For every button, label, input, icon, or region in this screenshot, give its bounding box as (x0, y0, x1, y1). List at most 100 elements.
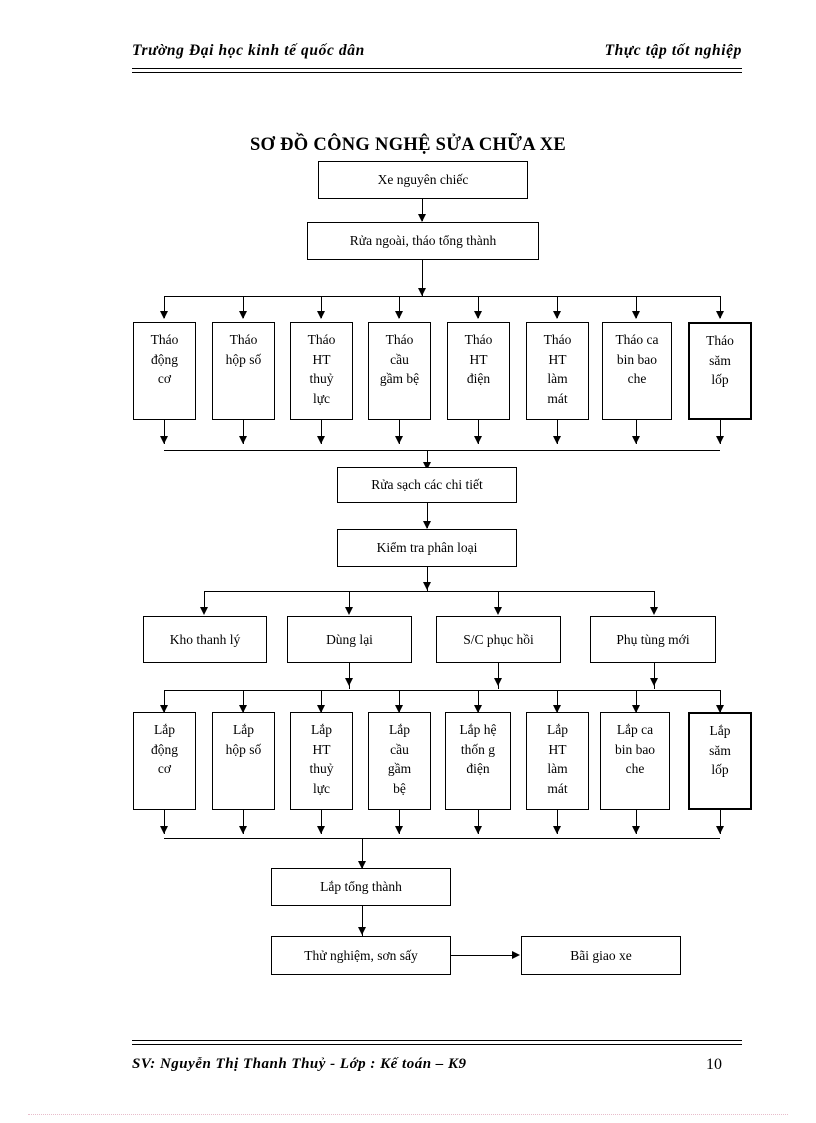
arrowhead-e7 (632, 826, 640, 834)
drop-k2 (349, 591, 350, 613)
drop-d4 (399, 296, 400, 318)
drop-d8 (720, 296, 721, 318)
arrowhead-c7 (632, 436, 640, 444)
arrowhead-c3 (317, 436, 325, 444)
rise-d8 (720, 420, 721, 444)
node-assembly-5: Lắp hệ thốn g điện (445, 712, 511, 810)
drop-a4 (399, 690, 400, 712)
bus-classification-distribute (204, 591, 654, 592)
arrowhead-d6 (553, 311, 561, 319)
drop-k1 (204, 591, 205, 613)
rise-a6 (557, 810, 558, 834)
arrowhead-k2 (345, 607, 353, 615)
rise-d5 (478, 420, 479, 444)
page-header: Trường Đại học kinh tế quốc dân Thực tập… (132, 42, 742, 68)
arrowhead-assemble-to-test (358, 927, 366, 935)
connector-intake-to-wash (422, 199, 423, 221)
arrowhead-bus5-to-assemble-total (358, 861, 366, 869)
node-assembly-1: Lắp động cơ (133, 712, 196, 810)
node-intake: Xe nguyên chiếc (318, 161, 528, 199)
connector-inspect-to-bus3 (427, 567, 428, 591)
rise-d3 (321, 420, 322, 444)
node-disassembly-5: Tháo HT điện (447, 322, 510, 420)
bus-disassembly-distribute (164, 296, 720, 297)
drop-k4 (654, 591, 655, 613)
bus-disassembly-converge (164, 450, 720, 451)
arrowhead-a3 (317, 705, 325, 713)
node-assembly-3: Lắp HT thuỷ lực (290, 712, 353, 810)
node-test-paint: Thử nghiệm, sơn sấy (271, 936, 451, 975)
arrowhead-a8 (716, 705, 724, 713)
arrowhead-a6 (553, 705, 561, 713)
header-divider (132, 68, 742, 73)
arrowhead-test-to-delivery (512, 951, 520, 959)
drop-d7 (636, 296, 637, 318)
arrowhead-k3-down (494, 678, 502, 686)
node-assembly-4: Lắp cầu gầm bệ (368, 712, 431, 810)
rise-d2 (243, 420, 244, 444)
rise-d4 (399, 420, 400, 444)
header-document-type: Thực tập tốt nghiệp (604, 42, 742, 59)
rise-a3 (321, 810, 322, 834)
drop-a5 (478, 690, 479, 712)
bus-assembly-distribute (164, 690, 720, 691)
arrowhead-a2 (239, 705, 247, 713)
node-disassembly-3: Tháo HT thuỷ lực (290, 322, 353, 420)
arrowhead-bus2-to-clean (423, 462, 431, 470)
rise-a2 (243, 810, 244, 834)
node-disassembly-2: Tháo hộp số (212, 322, 275, 420)
node-wash-disassemble: Rửa ngoài, tháo tổng thành (307, 222, 539, 260)
drop-d6 (557, 296, 558, 318)
connector-bus5-to-assemble-total (362, 838, 363, 870)
node-assembly-7: Lắp ca bin bao che (600, 712, 670, 810)
arrowhead-e8 (716, 826, 724, 834)
connector-bus2-to-clean (427, 450, 428, 470)
drop-a8 (720, 690, 721, 712)
arrowhead-a4 (395, 705, 403, 713)
node-disassembly-1: Tháo động cơ (133, 322, 196, 420)
drop-d1 (164, 296, 165, 318)
rise-d7 (636, 420, 637, 444)
arrowhead-e4 (395, 826, 403, 834)
arrowhead-e1 (160, 826, 168, 834)
node-clean-parts: Rửa sạch các chi tiết (337, 467, 517, 503)
arrowhead-d1 (160, 311, 168, 319)
node-classification-4: Phụ tùng mới (590, 616, 716, 663)
arrowhead-e5 (474, 826, 482, 834)
rise-a4 (399, 810, 400, 834)
drop-a2 (243, 690, 244, 712)
drop-a1 (164, 690, 165, 712)
footer-student-line: SV: Nguyễn Thị Thanh Thuỷ - Lớp : Kế toá… (132, 1056, 467, 1072)
arrowhead-c5 (474, 436, 482, 444)
node-inspect-classify: Kiểm tra phân loại (337, 529, 517, 567)
node-classification-3: S/C phục hồi (436, 616, 561, 663)
arrowhead-c6 (553, 436, 561, 444)
drop-k3 (498, 591, 499, 613)
rise-a1 (164, 810, 165, 834)
drop-d2 (243, 296, 244, 318)
arrowhead-e6 (553, 826, 561, 834)
arrowhead-clean-to-inspect (423, 521, 431, 529)
arrowhead-d4 (395, 311, 403, 319)
arrowhead-d7 (632, 311, 640, 319)
node-classification-2: Dùng lại (287, 616, 412, 663)
node-disassembly-8: Tháo săm lốp (688, 322, 752, 420)
rise-a5 (478, 810, 479, 834)
arrowhead-c2 (239, 436, 247, 444)
arrowhead-intake-to-wash (418, 214, 426, 222)
drop-d5 (478, 296, 479, 318)
arrowhead-k3 (494, 607, 502, 615)
diagram-title: SƠ ĐỒ CÔNG NGHỆ SỬA CHỮA XE (249, 135, 567, 155)
node-assembly-8: Lắp săm lốp (688, 712, 752, 810)
arrowhead-d2 (239, 311, 247, 319)
node-disassembly-6: Tháo HT làm mát (526, 322, 589, 420)
node-classification-1: Kho thanh lý (143, 616, 267, 663)
arrowhead-k4 (650, 607, 658, 615)
node-assemble-total: Lắp tổng thành (271, 868, 451, 906)
rise-k2 (349, 663, 350, 689)
rise-d6 (557, 420, 558, 444)
connector-clean-to-inspect (427, 503, 428, 528)
node-assembly-6: Lắp HT làm mát (526, 712, 589, 810)
